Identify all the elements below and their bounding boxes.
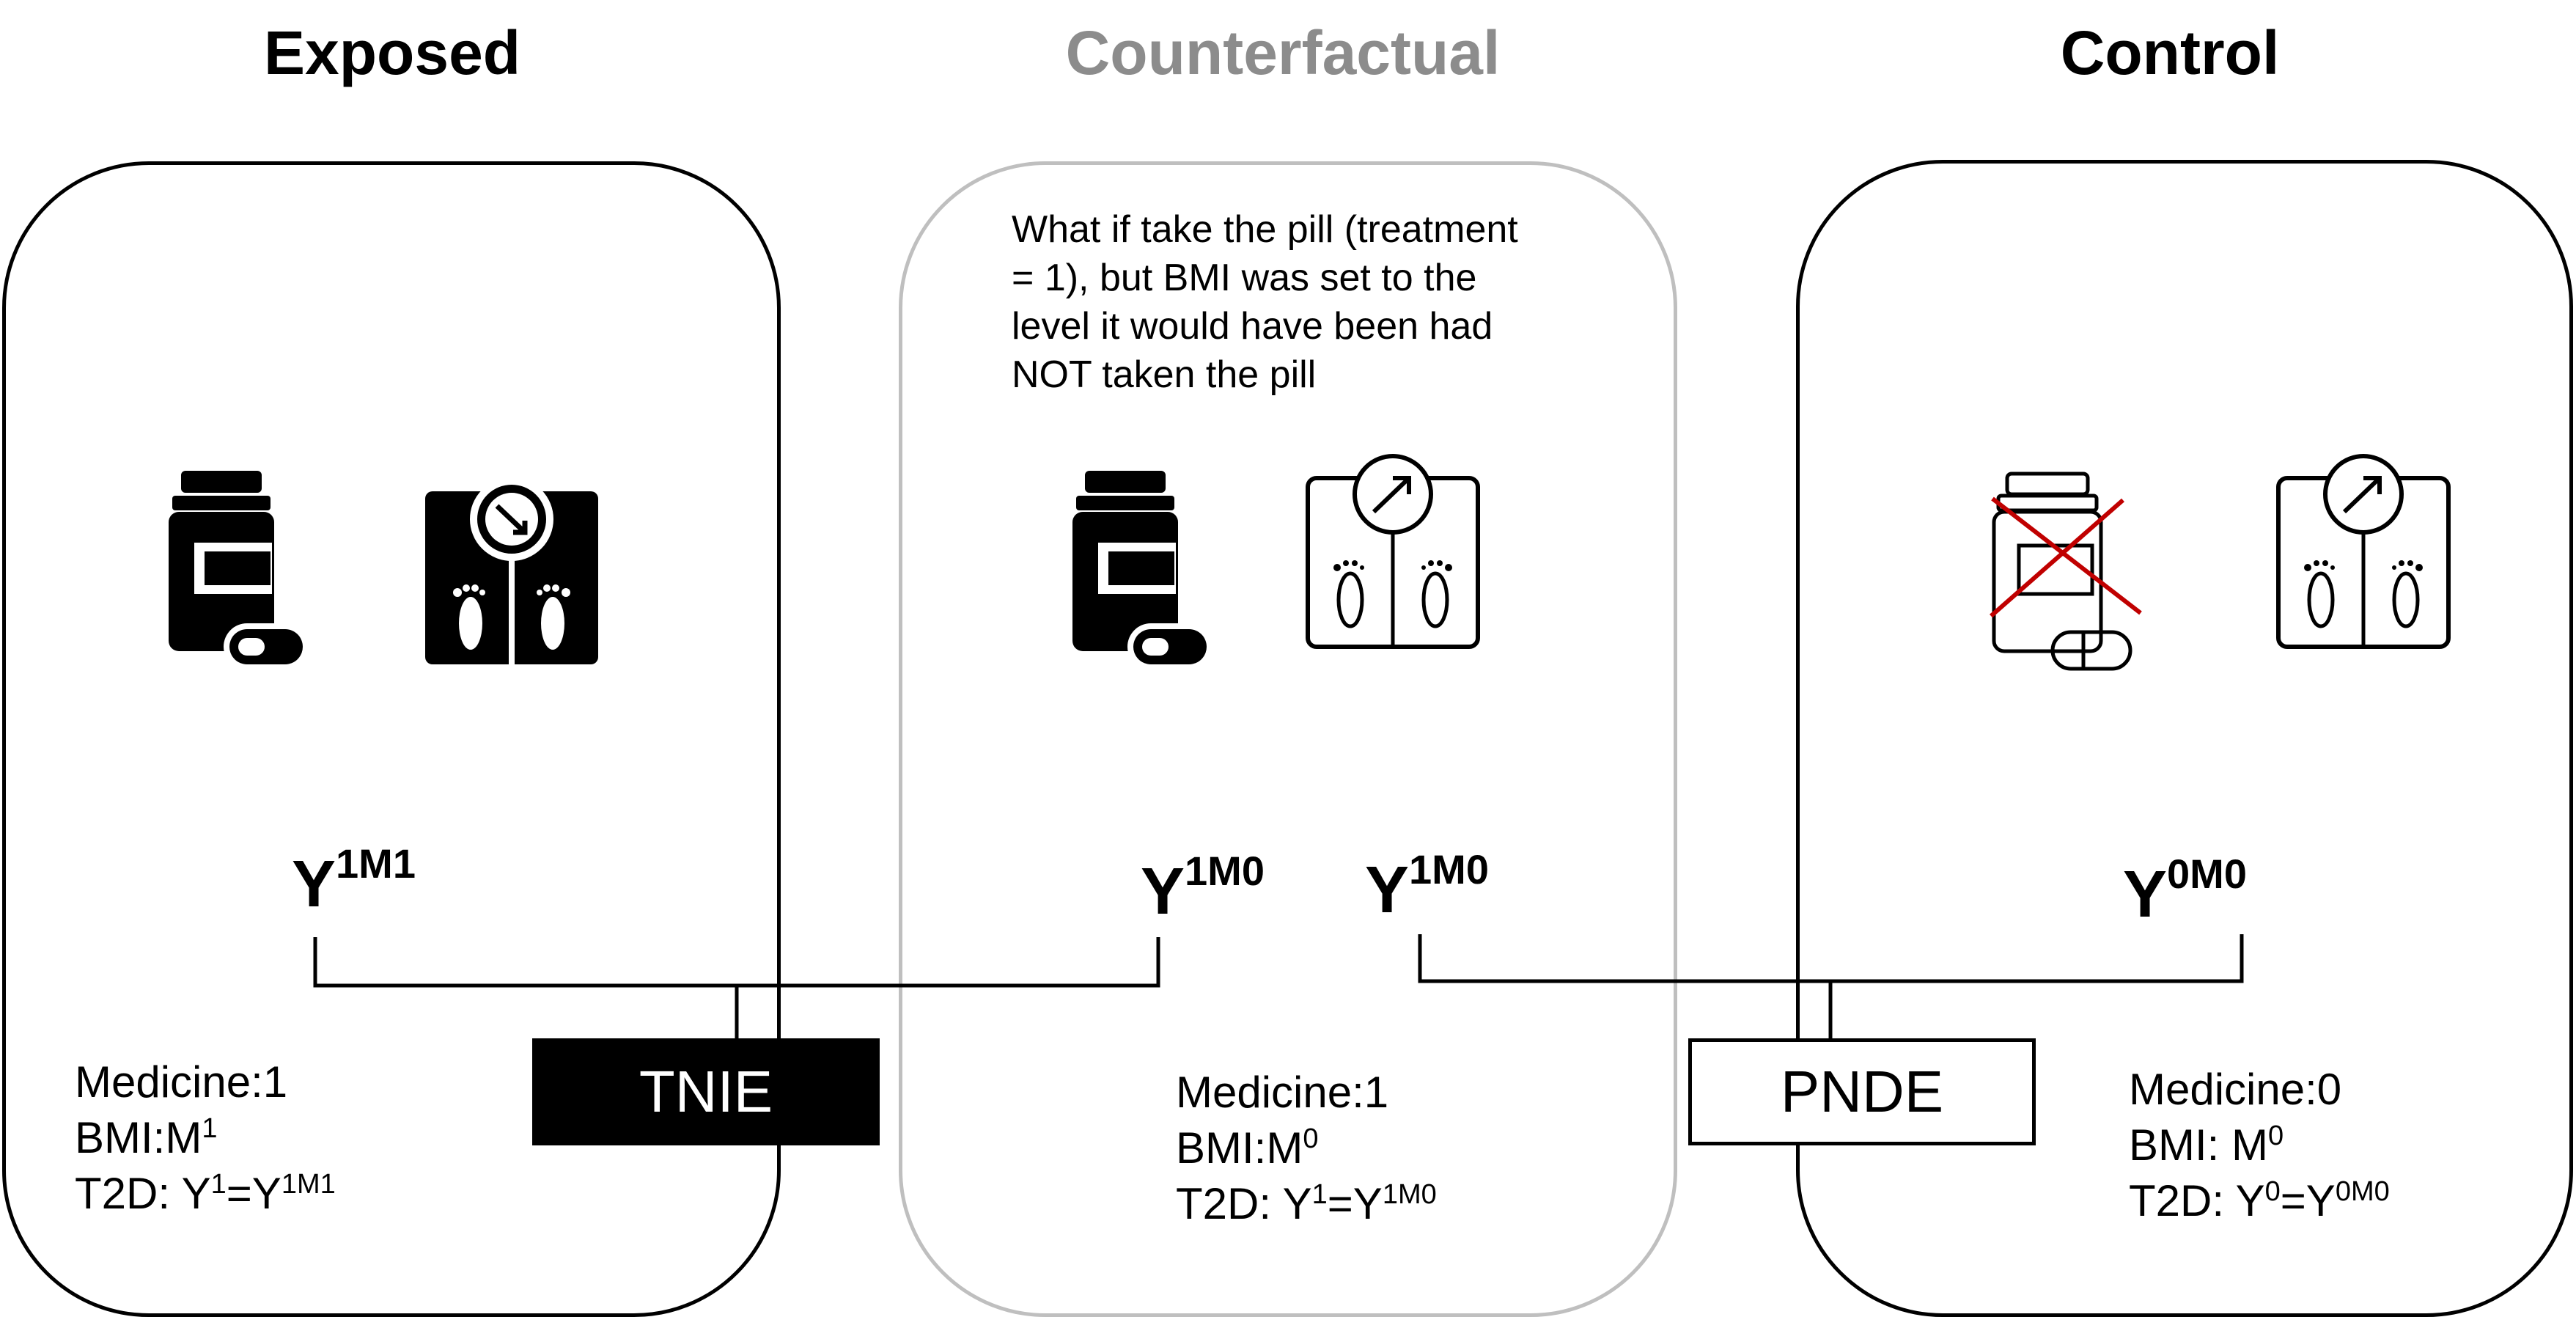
bmi-superscript: 1 <box>202 1113 218 1144</box>
bmi-superscript: 0 <box>2268 1120 2284 1151</box>
tnie-label: TNIE <box>532 1038 880 1145</box>
t2d-equals: =Y <box>226 1169 281 1218</box>
bmi-line: BMI: M0 <box>2129 1118 2390 1173</box>
medicine-line: Medicine:1 <box>1176 1068 1389 1117</box>
outcome-base: Y <box>1365 854 1410 927</box>
crossed-pill-bottle-icon <box>1990 472 2142 671</box>
pill-bottle-icon <box>169 471 309 670</box>
t2d-superscript-1: 1 <box>1311 1179 1328 1210</box>
bmi-prefix: BMI: M <box>2129 1120 2268 1170</box>
bmi-prefix: BMI:M <box>75 1113 202 1162</box>
exposed-title: Exposed <box>264 18 521 87</box>
t2d-superscript-1: 0 <box>2264 1176 2281 1207</box>
outcome-superscript: 1M1 <box>336 840 416 887</box>
control-info: Medicine:0 BMI: M0 T2D: Y0=Y0M0 <box>2129 1062 2390 1229</box>
tnie-bracket <box>313 937 1160 988</box>
scale-up-icon <box>2276 454 2451 649</box>
outcome-base: Y <box>292 848 336 921</box>
t2d-prefix: T2D: Y <box>75 1169 211 1218</box>
question-line-1: What if take the pill (treatment <box>1012 208 1518 251</box>
outcome-exposed: Y1M1 <box>292 843 416 918</box>
scale-down-icon <box>425 484 598 664</box>
medicine-line: Medicine:1 <box>75 1057 288 1107</box>
exposed-panel <box>2 161 781 1317</box>
t2d-superscript-2: 0M0 <box>2335 1176 2390 1207</box>
bmi-line: BMI:M1 <box>75 1110 336 1166</box>
scale-up-icon <box>1306 454 1480 649</box>
control-title: Control <box>2060 18 2280 87</box>
bmi-line: BMI:M0 <box>1176 1120 1437 1176</box>
outcome-control: Y0M0 <box>2123 854 2247 931</box>
control-panel <box>1796 160 2573 1317</box>
outcome-superscript: 1M0 <box>1185 848 1265 894</box>
t2d-prefix: T2D: Y <box>1176 1179 1312 1228</box>
counterfactual-panel <box>899 161 1677 1317</box>
t2d-line: T2D: Y1=Y1M1 <box>75 1166 336 1222</box>
t2d-superscript-2: 1M0 <box>1382 1179 1437 1210</box>
t2d-prefix: T2D: Y <box>2129 1176 2265 1225</box>
question-line-2: = 1), but BMI was set to the <box>1012 257 1477 299</box>
outcome-superscript: 0M0 <box>2167 851 2247 897</box>
bmi-superscript: 0 <box>1303 1123 1319 1154</box>
t2d-line: T2D: Y1=Y1M0 <box>1176 1176 1437 1232</box>
exposed-info: Medicine:1 BMI:M1 T2D: Y1=Y1M1 <box>75 1054 336 1222</box>
pill-bottle-icon <box>1072 471 1212 670</box>
pnde-bracket <box>1418 934 2244 983</box>
pnde-label: PNDE <box>1688 1038 2036 1145</box>
outcome-counterfactual-left: Y1M0 <box>1141 851 1265 928</box>
outcome-superscript: 1M0 <box>1409 846 1489 892</box>
t2d-superscript-1: 1 <box>210 1169 227 1200</box>
counterfactual-question: What if take the pill (treatment = 1), b… <box>1012 205 1518 399</box>
medicine-line: Medicine:0 <box>2129 1065 2342 1114</box>
t2d-line: T2D: Y0=Y0M0 <box>2129 1173 2390 1229</box>
counterfactual-title: Counterfactual <box>1065 18 1501 87</box>
t2d-equals: =Y <box>1327 1179 1383 1228</box>
outcome-counterfactual-right: Y1M0 <box>1365 849 1489 924</box>
outcome-base: Y <box>2123 858 2168 931</box>
t2d-superscript-2: 1M1 <box>281 1169 336 1200</box>
question-line-4: NOT taken the pill <box>1012 353 1317 396</box>
bmi-prefix: BMI:M <box>1176 1123 1303 1173</box>
counterfactual-info: Medicine:1 BMI:M0 T2D: Y1=Y1M0 <box>1176 1065 1437 1232</box>
question-line-3: level it would have been had <box>1012 305 1493 348</box>
outcome-base: Y <box>1141 855 1185 928</box>
t2d-equals: =Y <box>2280 1176 2336 1225</box>
